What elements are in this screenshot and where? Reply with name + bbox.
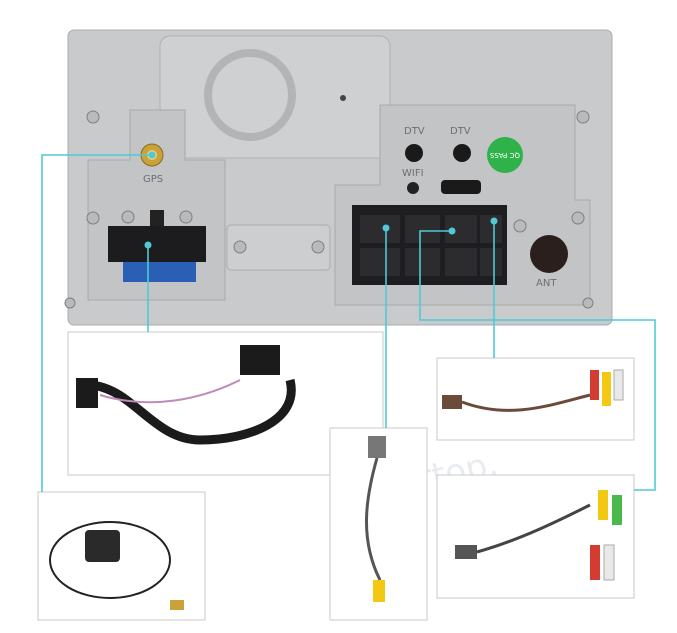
camera-cable-photo — [329, 427, 428, 621]
av-line — [419, 230, 656, 491]
qc-pass-sticker: QC PASS — [487, 137, 523, 173]
antenna-port: ANT — [530, 235, 568, 289]
dtv-ports: DTV DTV — [404, 126, 471, 162]
dtv-label-2: DTV — [450, 126, 471, 137]
connection-dots — [144, 151, 498, 249]
gps-label: GPS — [143, 174, 163, 185]
main-harness-socket — [108, 210, 206, 282]
rca-audio-cable-photo — [436, 357, 635, 441]
av-harness-sockets — [352, 205, 507, 285]
ant-label: ANT — [536, 278, 557, 289]
gps-antenna-photo — [37, 491, 206, 621]
wifi-port: WIFI — [402, 168, 481, 194]
wifi-label: WIFI — [402, 168, 424, 179]
screws — [64, 110, 594, 309]
qc-pass-label: QC PASS — [489, 151, 520, 159]
dtv-label-1: DTV — [404, 126, 425, 137]
connection-lines — [41, 154, 656, 492]
rca-av-cable-photo — [436, 474, 635, 599]
gps-line — [41, 154, 152, 492]
